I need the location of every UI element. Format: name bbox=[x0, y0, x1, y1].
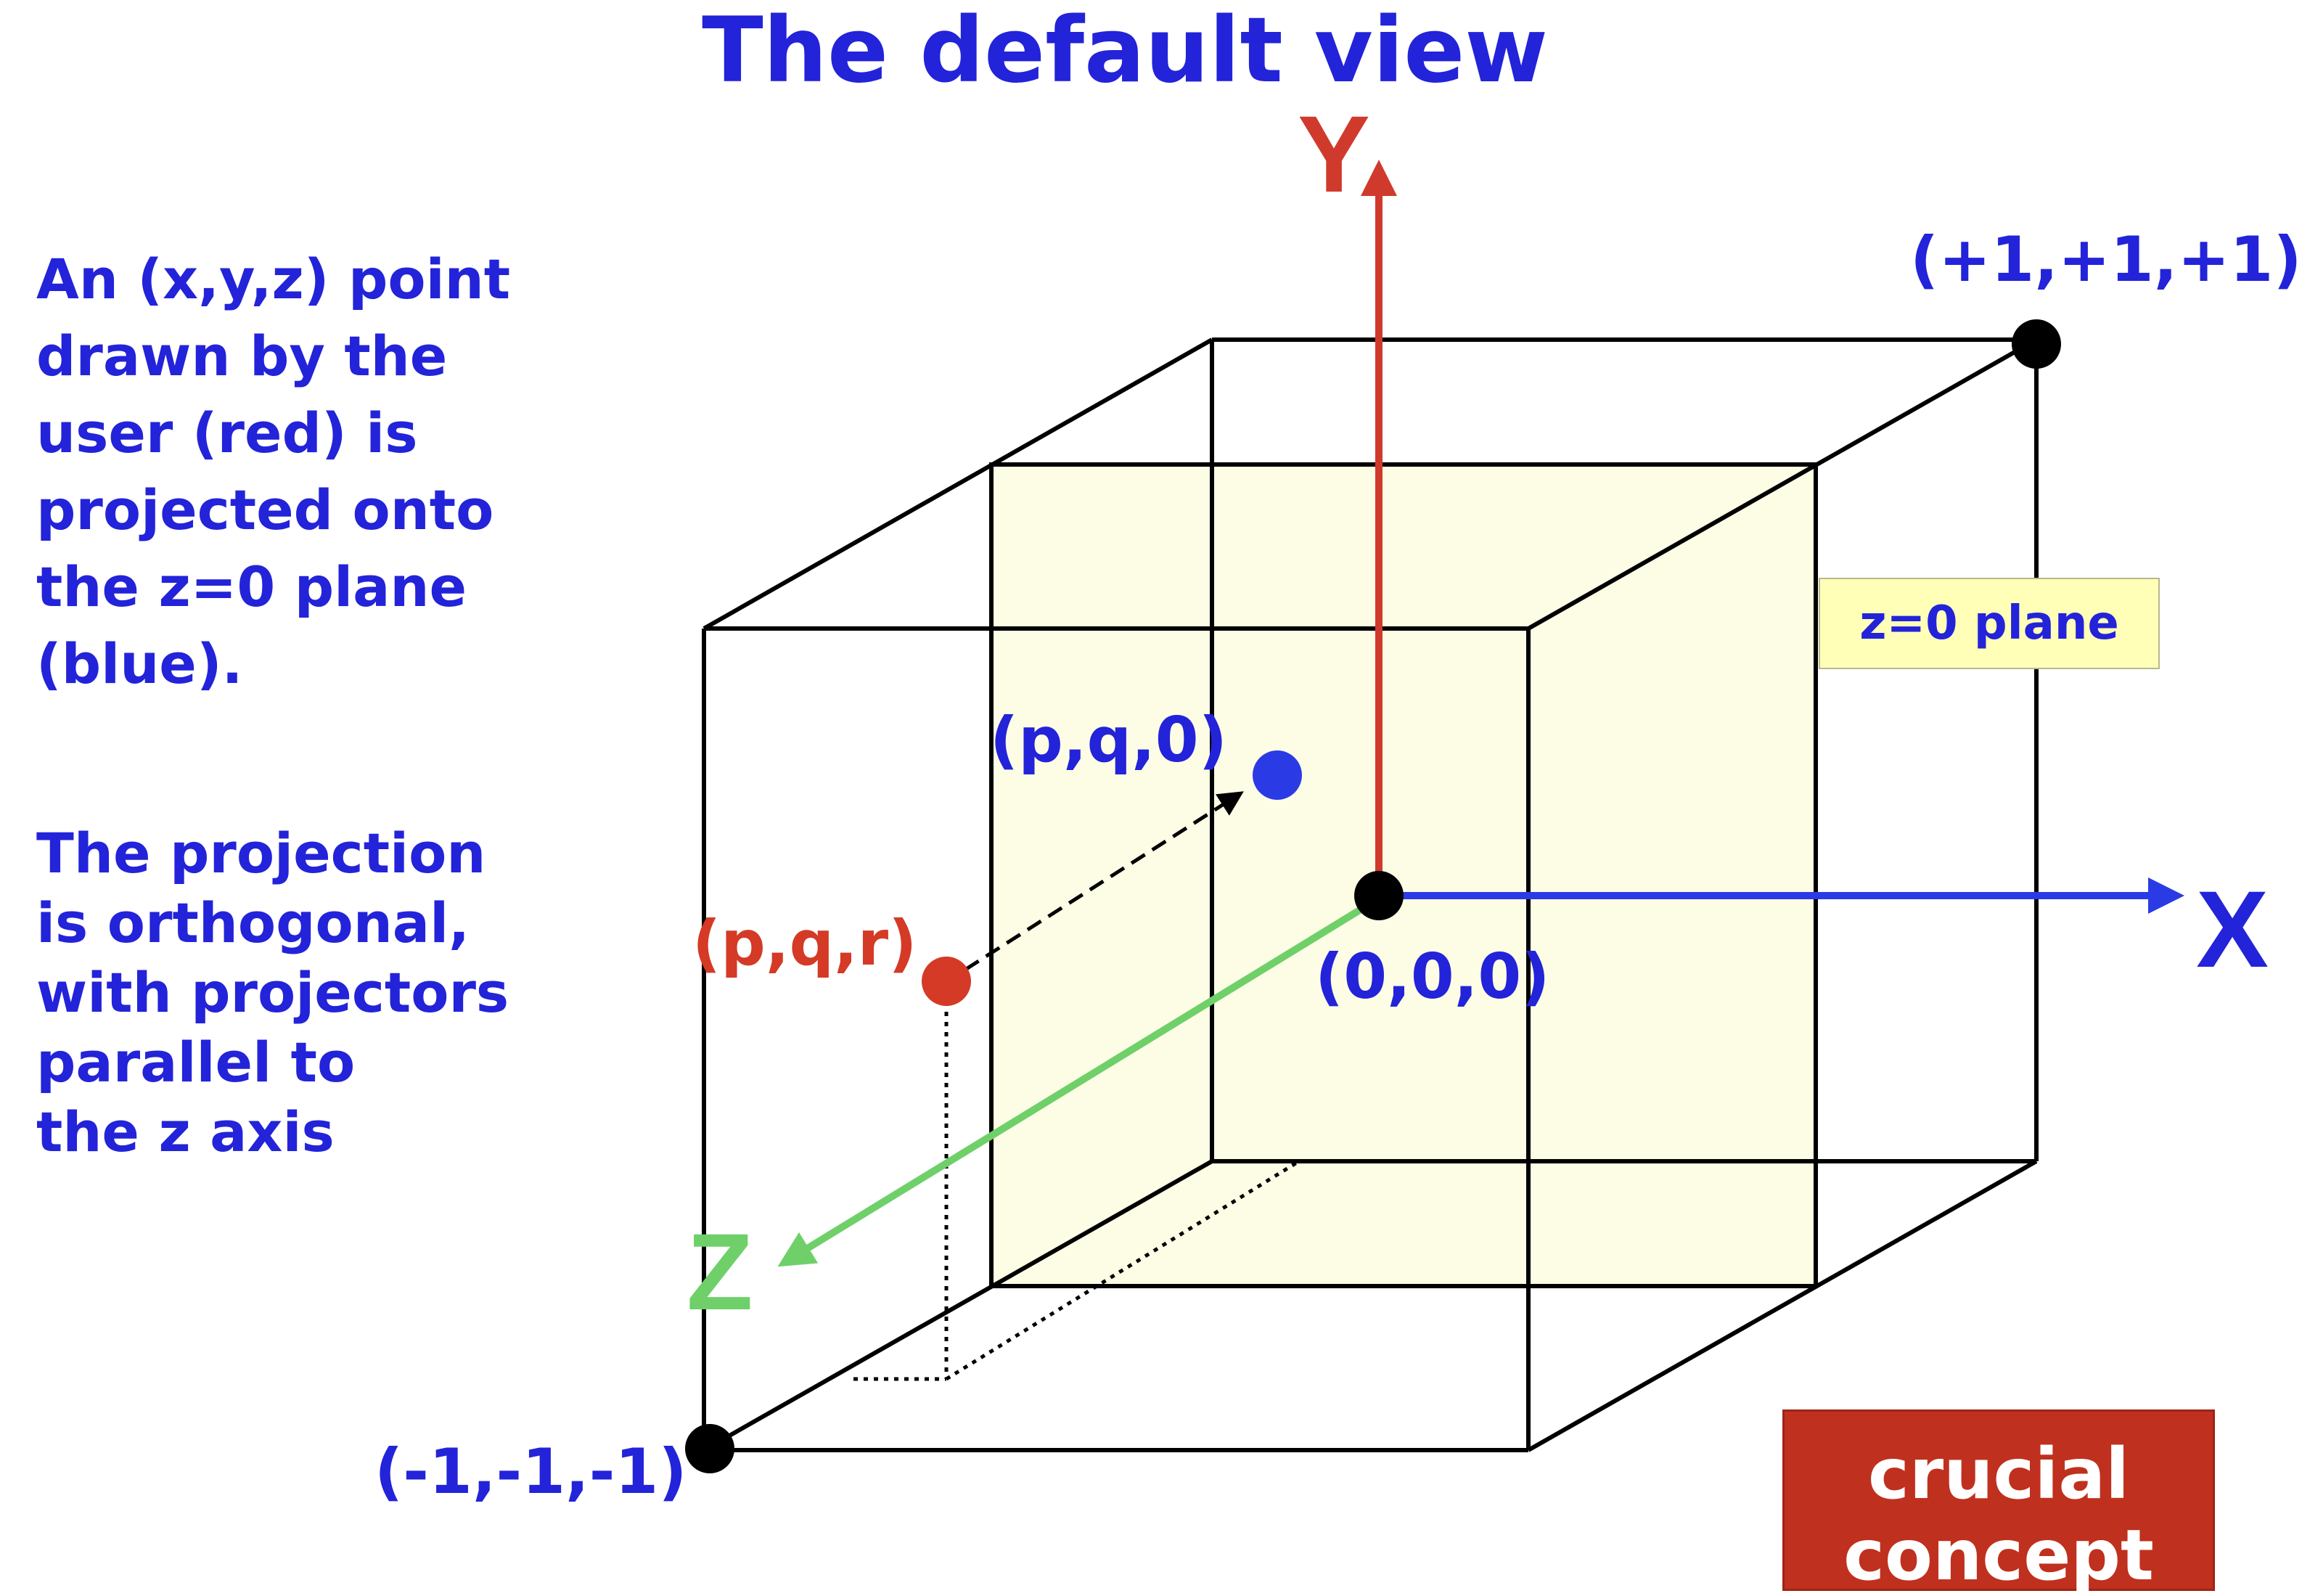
plane-edges bbox=[989, 462, 1818, 1288]
description-line: the z=0 plane bbox=[36, 554, 467, 619]
plane-label: z=0 plane bbox=[1859, 597, 2119, 650]
projector-arrow bbox=[964, 791, 1244, 972]
description-orthogonal-text: The projection is orthogonal, with proje… bbox=[36, 819, 509, 1167]
min-corner-label: (-1,-1,-1) bbox=[374, 1436, 687, 1508]
page-title: The default view bbox=[702, 0, 1548, 103]
min-corner-point bbox=[685, 1424, 734, 1473]
z-axis bbox=[777, 904, 1367, 1267]
description-line: the z axis bbox=[36, 1100, 335, 1164]
origin-label: (0,0,0) bbox=[1315, 941, 1550, 1013]
drop-lines bbox=[853, 981, 1300, 1381]
user-point bbox=[922, 957, 971, 1006]
description-line: drawn by the bbox=[36, 324, 448, 388]
description-line: parallel to bbox=[36, 1030, 356, 1094]
origin-point bbox=[1354, 871, 1404, 920]
plane-label-box: z=0 plane bbox=[1819, 578, 2160, 669]
view-volume-diagram bbox=[685, 160, 2184, 1473]
projected-point bbox=[1253, 750, 1302, 800]
cube-back-face bbox=[1210, 337, 2039, 1163]
z-zero-plane bbox=[991, 465, 1816, 1286]
y-axis-label: Y bbox=[1298, 93, 1371, 215]
description-line: user (red) is bbox=[36, 401, 418, 465]
slide: The default view An (x,y,z) point drawn … bbox=[36, 0, 2302, 1591]
description-line: (blue). bbox=[36, 631, 243, 696]
projected-point-label: (p,q,0) bbox=[990, 704, 1227, 777]
cube-front-face bbox=[702, 626, 1531, 1452]
crucial-concept-badge: crucial concept bbox=[1782, 1409, 2215, 1596]
user-point-label: (p,q,r) bbox=[692, 907, 917, 980]
description-line: with projectors bbox=[36, 960, 509, 1025]
z-axis-label: Z bbox=[687, 1211, 753, 1333]
description-line: projected onto bbox=[36, 478, 494, 542]
description-projection-text: An (x,y,z) point drawn by the user (red)… bbox=[36, 241, 510, 703]
max-corner-label: (+1,+1,+1) bbox=[1910, 224, 2302, 296]
description-line: is orthogonal, bbox=[36, 891, 470, 955]
max-corner-point bbox=[2012, 319, 2061, 369]
description-line: The projection bbox=[36, 821, 486, 885]
cube-depth-edges bbox=[703, 337, 2038, 1452]
x-axis-label: X bbox=[2196, 868, 2269, 990]
description-line: An (x,y,z) point bbox=[36, 247, 511, 311]
